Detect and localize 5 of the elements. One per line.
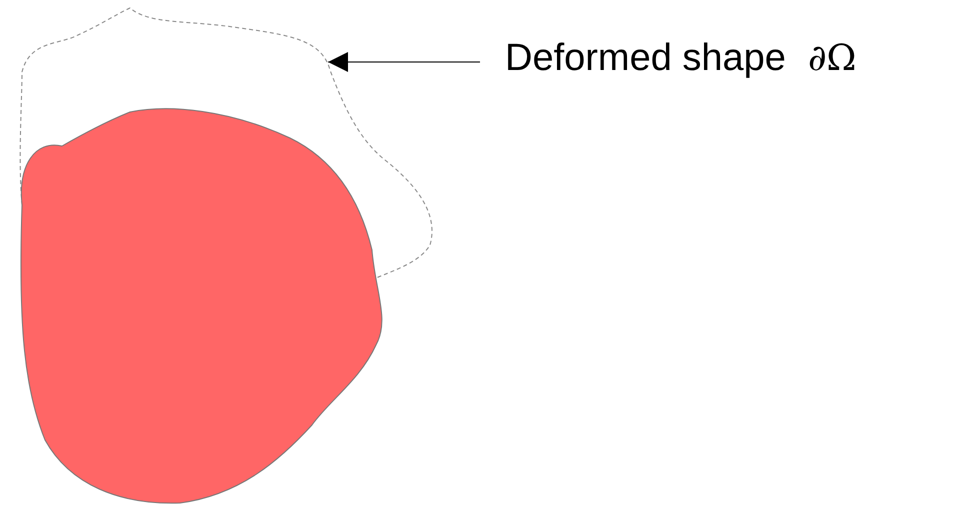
dashed-outline — [20, 8, 432, 278]
node-label: Deformed shape — [505, 37, 786, 79]
solid-shape — [20, 108, 382, 504]
math-symbol: ∂Ω — [808, 38, 856, 79]
arrow — [328, 52, 480, 72]
